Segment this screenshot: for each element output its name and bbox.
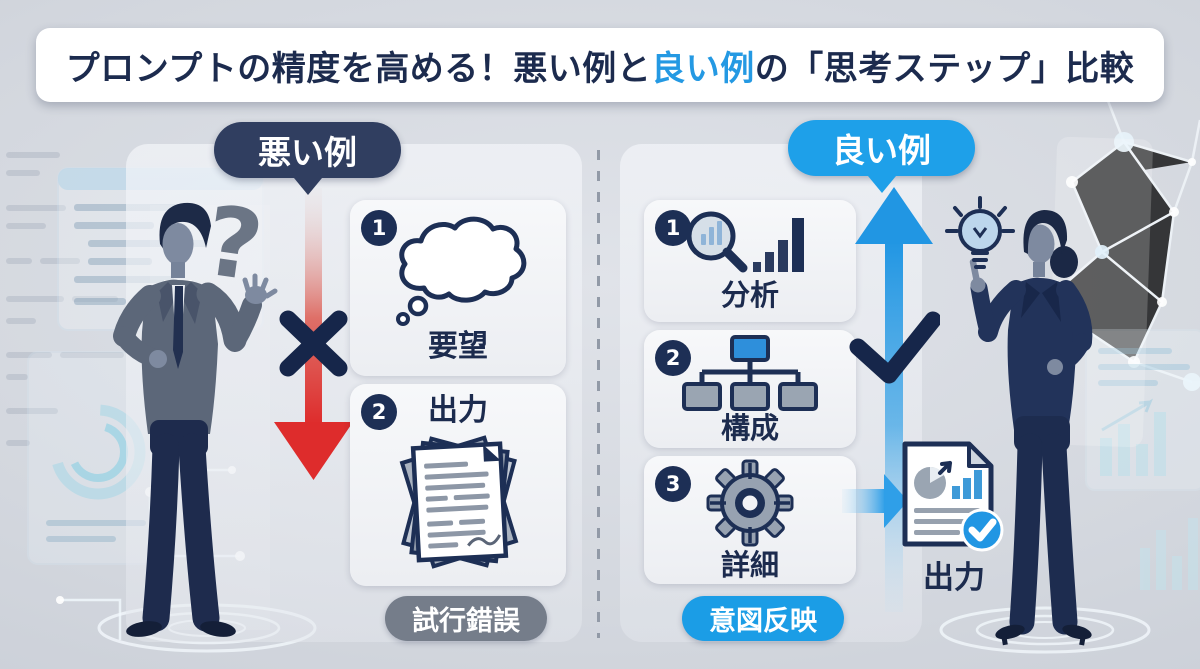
hierarchy-icon [682, 335, 818, 411]
step-card-good-2: 2 構成 [644, 330, 856, 448]
step-card-good-3: 3 詳細 [644, 456, 856, 584]
dashed-divider [597, 150, 600, 638]
title-banner: プロンプトの精度を高める！悪い例と良い例の「思考ステップ」比較 [36, 28, 1164, 102]
title-suffix: の「思考ステップ」比較 [754, 48, 1135, 89]
lightbulb-icon [945, 196, 1015, 269]
step-number-badge: 2 [655, 340, 691, 376]
good-example-badge: 良い例 [788, 120, 975, 193]
step-label: 詳細 [720, 548, 779, 582]
magnifier-bar-chart-icon [686, 211, 804, 273]
step-label: 構成 [720, 411, 779, 445]
step-label: 出力 [428, 393, 488, 428]
blue-right-arrow-icon [842, 474, 908, 528]
step-card-good-1: 1 分析 [644, 200, 856, 322]
x-mark-icon [279, 310, 348, 377]
businessman-figure [113, 202, 278, 637]
red-down-arrow-icon [274, 188, 353, 480]
step-label: 分析 [720, 278, 779, 312]
good-result-label: 意図反映 [709, 606, 817, 637]
messy-documents-icon [399, 435, 519, 569]
step-number-badge: 1 [655, 210, 691, 246]
bad-result-label: 試行錯誤 [412, 606, 520, 637]
page-title: プロンプトの精度を高める！悪い例と良い例の「思考ステップ」比較 [66, 41, 1134, 90]
report-check-icon [902, 441, 1004, 552]
gear-icon [706, 459, 794, 547]
thought-cloud-icon [396, 216, 527, 326]
step-number-badge: 1 [361, 210, 397, 246]
bad-example-badge-label: 悪い例 [258, 133, 357, 172]
businesswoman-figure [969, 210, 1093, 646]
bad-result-badge: 試行錯誤 [385, 596, 547, 641]
bad-example-badge: 悪い例 [214, 122, 401, 195]
good-result-badge: 意図反映 [682, 596, 844, 641]
step-number-badge: 2 [361, 394, 397, 430]
title-highlight: 良い例 [651, 48, 755, 89]
step-card-bad-2: 2 出力 [350, 384, 566, 586]
good-example-badge-label: 良い例 [832, 131, 931, 170]
check-mark-icon [849, 311, 940, 384]
step-number-badge: 3 [655, 466, 691, 502]
output-label: 出力 [923, 560, 985, 596]
title-prefix: プロンプトの精度を高める！悪い例と [65, 48, 652, 89]
step-card-bad-1: 1 要望 [350, 200, 566, 376]
step-label: 要望 [428, 329, 488, 364]
